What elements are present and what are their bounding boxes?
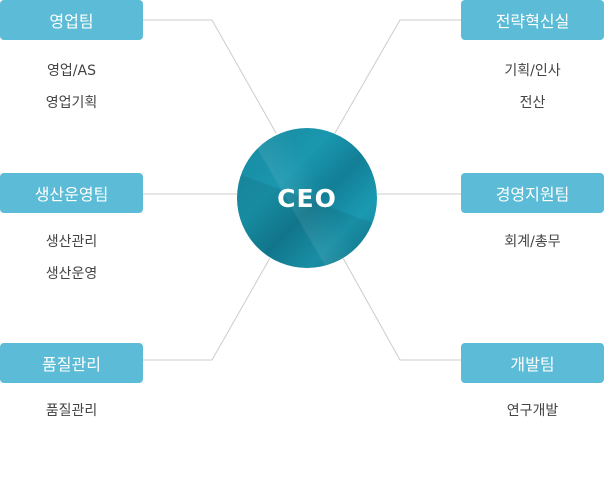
dept-production: 생산운영팀 (0, 173, 143, 213)
dept-quality: 품질관리 (0, 343, 143, 383)
dept-strategy: 전략혁신실 (461, 0, 604, 40)
ceo-node: CEO (237, 128, 377, 268)
dept-management: 경영지원팀 (461, 173, 604, 213)
dept-management-items: 회계/총무 (504, 234, 561, 250)
dept-development: 개발팀 (461, 343, 604, 383)
dept-sales: 영업팀 (0, 0, 143, 40)
dept-quality-items: 품질관리 (45, 403, 98, 419)
dept-development-items: 연구개발 (506, 403, 559, 419)
